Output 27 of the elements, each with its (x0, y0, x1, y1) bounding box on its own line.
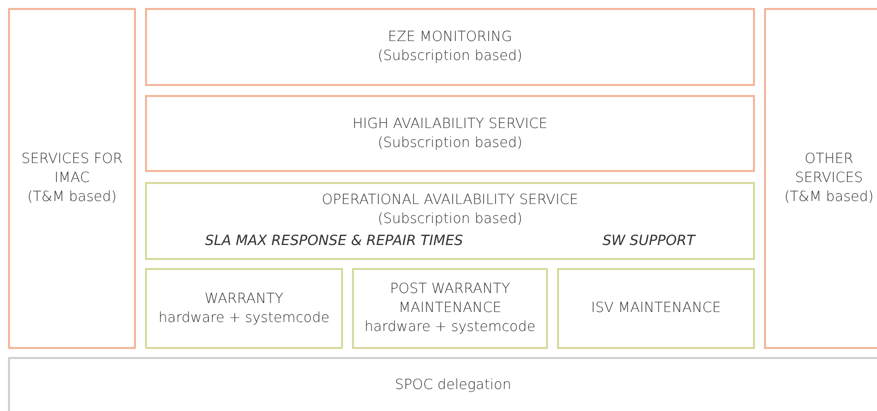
service-note: hardware + systemcode (364, 318, 536, 337)
service-title: ISV MAINTENANCE (591, 299, 721, 318)
service-note: (Subscription based) (378, 210, 522, 228)
service-box (557, 268, 755, 349)
service-title: EZE MONITORING (388, 28, 512, 47)
service-feature: SLA MAX RESPONSE & REPAIR TIMES (205, 232, 464, 252)
service-title: OPERATIONAL AVAILABILITY SERVICE (322, 190, 578, 210)
service-box (145, 182, 755, 260)
service-panel (8, 8, 136, 349)
service-box (145, 95, 755, 172)
service-panel (764, 8, 877, 349)
service-box (145, 268, 343, 349)
service-box (145, 8, 755, 86)
service-title: OTHER SERVICES (794, 150, 864, 188)
service-note: (Subscription based) (378, 134, 522, 152)
service-title: WARRANTY (204, 290, 284, 308)
delegation-bar (8, 357, 877, 411)
service-title: POST WARRANTY MAINTENANCE (388, 280, 512, 318)
service-note: (Subscription based) (378, 47, 522, 66)
service-note: (T&M based) (26, 188, 118, 207)
service-feature: SW SUPPORT (602, 232, 695, 252)
service-box (352, 268, 548, 349)
service-title: SERVICES FOR IMAC (20, 150, 124, 188)
service-title: SPOC delegation (394, 376, 512, 395)
service-title: HIGH AVAILABILITY SERVICE (352, 114, 548, 134)
service-note: hardware + systemcode (158, 308, 330, 328)
service-note: (T&M based) (783, 188, 875, 207)
